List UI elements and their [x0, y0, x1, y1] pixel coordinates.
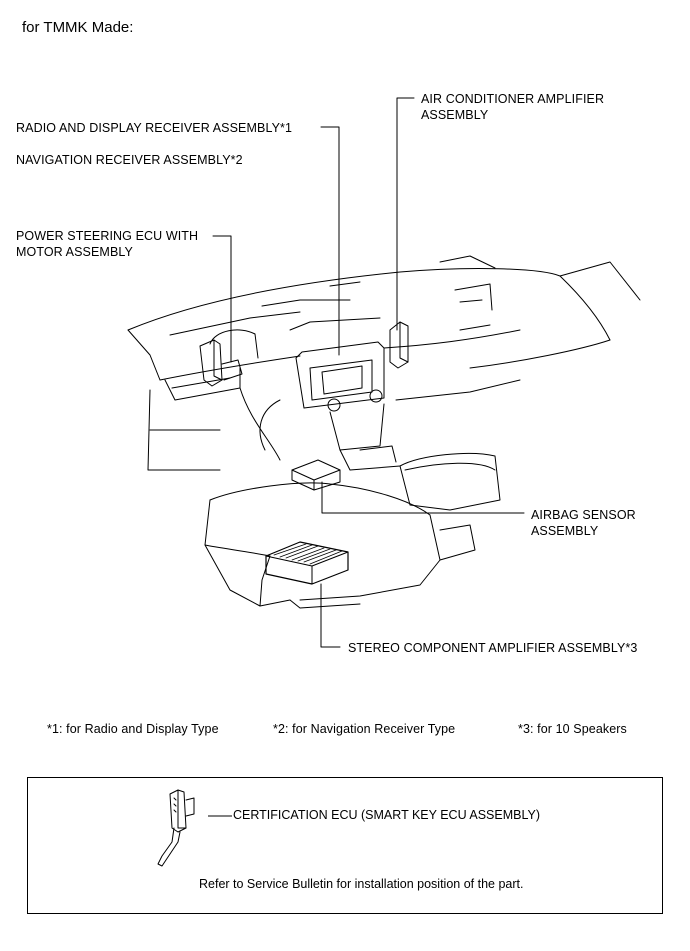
footnote-3: *3: for 10 Speakers: [518, 722, 627, 736]
certification-ecu-label: CERTIFICATION ECU (SMART KEY ECU ASSEMBL…: [233, 808, 541, 822]
label-radio-display-receiver: RADIO AND DISPLAY RECEIVER ASSEMBLY*1: [16, 121, 293, 135]
dashboard-illustration: [127, 97, 641, 648]
label-power-steering-line1: POWER STEERING ECU WITH: [16, 229, 199, 243]
certification-ecu-icon: [157, 789, 195, 867]
inset-note: Refer to Service Bulletin for installati…: [199, 877, 524, 891]
certification-ecu-inset: CERTIFICATION ECU (SMART KEY ECU ASSEMBL…: [27, 777, 663, 914]
label-navigation-receiver: NAVIGATION RECEIVER ASSEMBLY*2: [16, 153, 243, 167]
label-power-steering-line2: MOTOR ASSEMBLY: [16, 245, 133, 259]
certification-leader-line: [208, 815, 232, 817]
label-air-conditioner-line1: AIR CONDITIONER AMPLIFIER: [421, 92, 605, 106]
label-airbag-sensor-line1: AIRBAG SENSOR: [531, 508, 636, 522]
label-airbag-sensor-line2: ASSEMBLY: [531, 524, 599, 538]
footnote-2: *2: for Navigation Receiver Type: [273, 722, 456, 736]
label-stereo-amplifier: STEREO COMPONENT AMPLIFIER ASSEMBLY*3: [348, 641, 638, 655]
page-title: for TMMK Made:: [22, 19, 134, 36]
label-air-conditioner-line2: ASSEMBLY: [421, 108, 489, 122]
footnote-1: *1: for Radio and Display Type: [47, 722, 219, 736]
